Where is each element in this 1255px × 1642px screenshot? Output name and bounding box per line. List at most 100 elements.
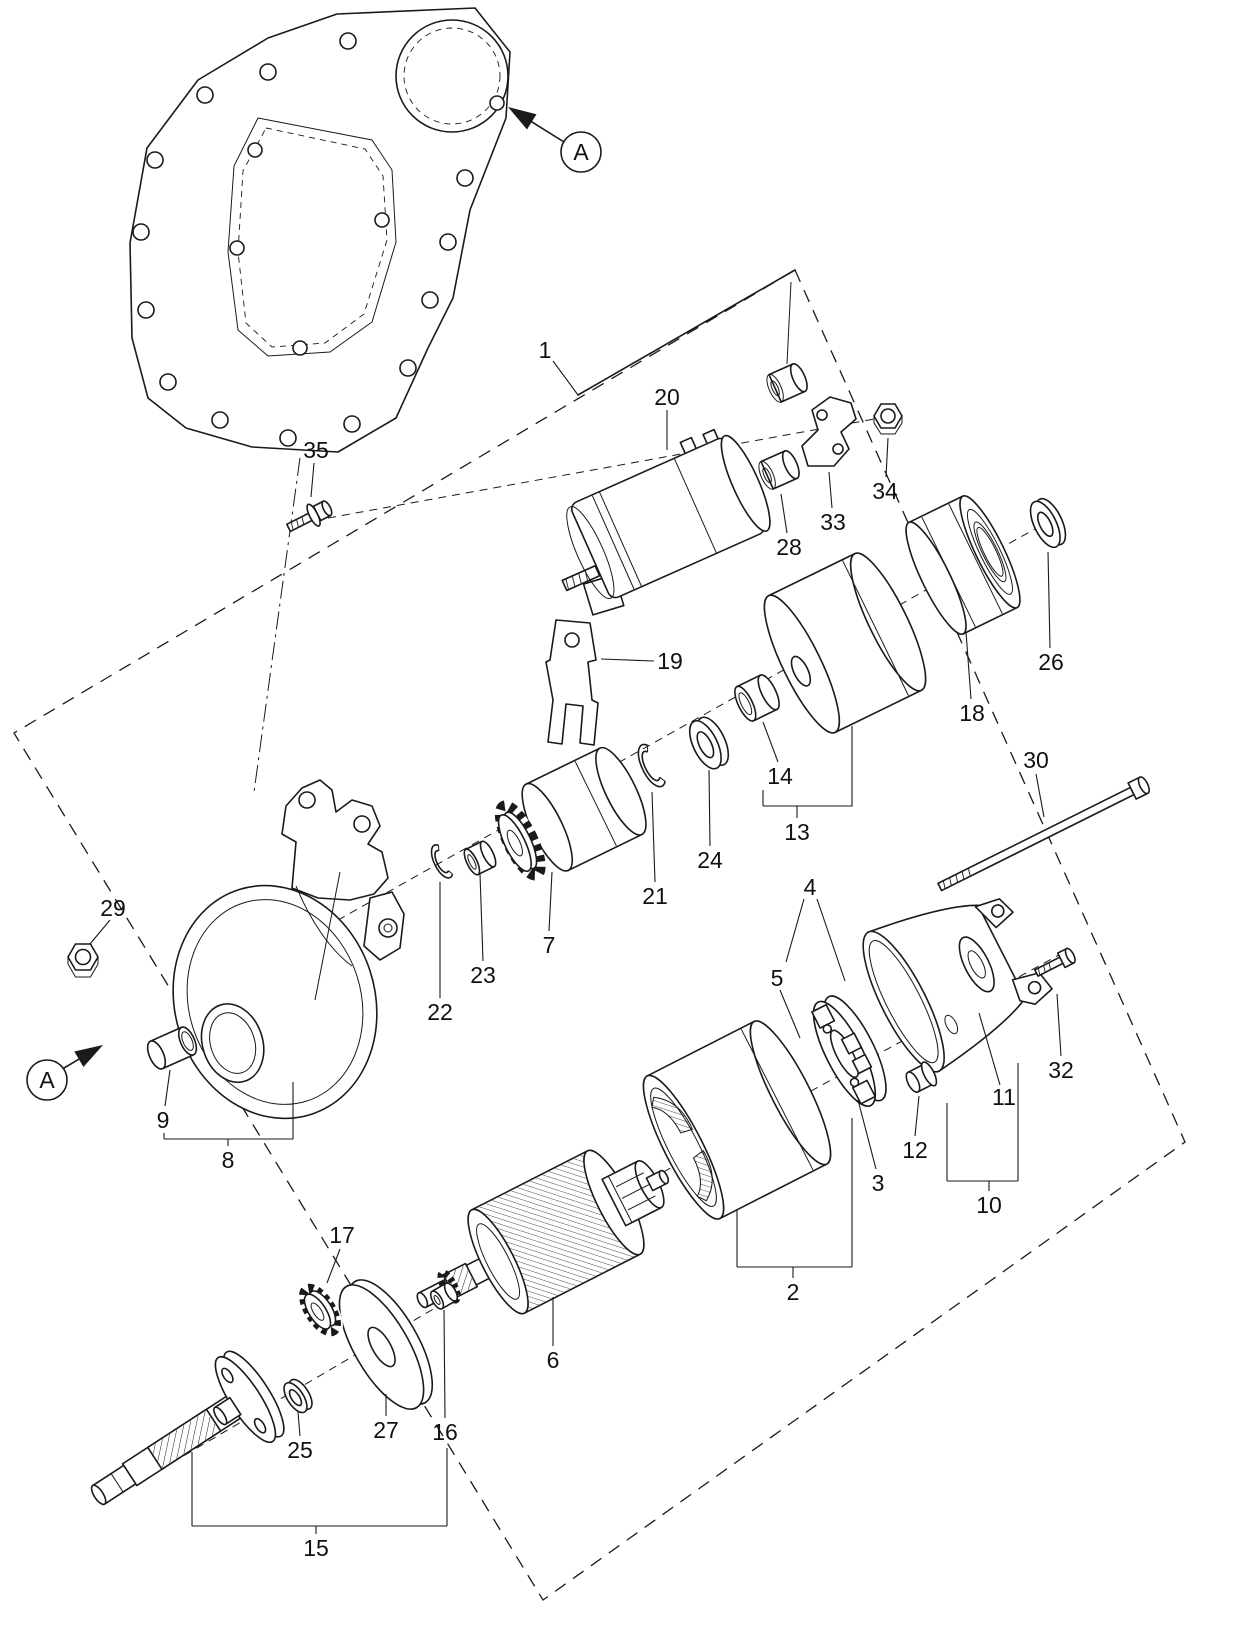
callout-23: 23: [470, 962, 496, 988]
callout-28: 28: [776, 534, 802, 560]
callout-leader-21-0: [651, 791, 656, 883]
mounting-bolt-drawing: [285, 500, 333, 533]
callout-27: 27: [373, 1417, 399, 1443]
drive-housing-drawing: [172, 779, 405, 1120]
view-label-circle: [26, 1059, 68, 1101]
callout-8: 8: [222, 1147, 235, 1173]
stop-collar-drawing: [463, 840, 497, 876]
end-housing-drawing: [862, 898, 1053, 1073]
washer-25-drawing: [283, 1378, 313, 1414]
callout-leader-9-0: [164, 1069, 171, 1107]
callout-22: 22: [427, 999, 453, 1025]
armature-drawing: [416, 1149, 670, 1315]
bearing-bushing-drawing: [905, 494, 1021, 636]
callout-7: 7: [543, 932, 556, 958]
callout-leader-16-0: [443, 1309, 446, 1419]
callout-leader-5-0: [779, 989, 801, 1039]
view-arrow-head-icon: [74, 1045, 103, 1067]
callout-leader-13-1: [763, 726, 853, 807]
shift-lever-drawing: [545, 619, 599, 746]
callout-33: 33: [820, 509, 846, 535]
callout-13: 13: [784, 819, 810, 845]
washer-24-drawing: [688, 716, 730, 770]
callout-30: 30: [1023, 747, 1049, 773]
brush-plate-drawing: [811, 995, 887, 1107]
callout-leader-14-0: [762, 721, 779, 763]
view-label-A-0: A: [508, 107, 602, 173]
callout-14: 14: [767, 763, 793, 789]
view-label-circle: [560, 131, 602, 173]
callout-10: 10: [976, 1192, 1002, 1218]
callout-15: 15: [303, 1535, 329, 1561]
view-label-text: A: [573, 139, 589, 165]
callout-26: 26: [1038, 649, 1064, 675]
callout-11: 11: [992, 1084, 1016, 1110]
washer-26-drawing: [1029, 497, 1067, 549]
view-label-text: A: [39, 1067, 55, 1093]
plate-bolt-holes: [132, 32, 505, 447]
solenoid-drawing: [561, 428, 771, 616]
callout-layer: 1202833341826191413242172322304531211103…: [26, 107, 1074, 1561]
callout-leader-4-1: [816, 898, 846, 982]
callout-leader-4-0: [785, 898, 805, 963]
spacer-cylinder-drawing: [763, 552, 927, 734]
callout-leader-11-0: [978, 1012, 1001, 1086]
field-housing-drawing: [642, 1020, 832, 1220]
callout-34: 34: [872, 478, 898, 504]
callout-leader-28-0: [780, 493, 788, 534]
callout-4: 4: [804, 874, 817, 900]
callout-5: 5: [771, 965, 784, 991]
through-bolt-drawing: [937, 776, 1150, 892]
callout-leader-1-0: [552, 360, 579, 396]
callout-leader-3-0: [857, 1099, 877, 1170]
callout-leader-25-0: [297, 1411, 301, 1437]
callout-19: 19: [657, 648, 683, 674]
callout-16: 16: [432, 1419, 458, 1445]
callout-21: 21: [642, 883, 668, 909]
callout-leader-30-0: [1035, 773, 1045, 818]
washer-27-drawing: [338, 1279, 434, 1410]
callout-24: 24: [697, 847, 723, 873]
callout-32: 32: [1048, 1057, 1074, 1083]
view-arrow-head-icon: [508, 107, 537, 130]
screw-32-drawing: [1034, 947, 1076, 977]
callout-leader-26-0: [1047, 551, 1051, 649]
assembly-boundary: [13, 269, 1186, 1601]
bushing-9-drawing: [146, 1026, 198, 1070]
callout-leader-18-0: [965, 631, 972, 700]
callout-9: 9: [157, 1107, 170, 1133]
callout-25: 25: [287, 1437, 313, 1463]
callout-3: 3: [872, 1170, 885, 1196]
pinion-drive-drawing: [494, 746, 647, 883]
callout-35: 35: [303, 437, 329, 463]
snap-ring-22-drawing: [430, 844, 454, 879]
callout-1: 1: [539, 337, 552, 363]
callout-6: 6: [547, 1347, 560, 1373]
solenoid-bracket-drawing: [801, 396, 857, 467]
callout-29: 29: [100, 895, 126, 921]
callout-leader-29-0: [89, 919, 111, 945]
view-arrow-line: [63, 1058, 80, 1069]
terminal-cap-upper-drawing: [766, 362, 808, 403]
gear-17-drawing: [297, 1280, 343, 1340]
callout-17: 17: [329, 1222, 355, 1248]
callout-leader-32-0: [1056, 993, 1062, 1057]
collar-drawing: [734, 674, 780, 722]
callout-leader-34-0: [885, 437, 889, 478]
callout-leader-35-0: [310, 462, 315, 498]
view-arrow-line: [530, 121, 565, 143]
terminal-cap-lower-drawing: [758, 449, 800, 490]
callout-18: 18: [959, 700, 985, 726]
spacer-16-drawing: [429, 1282, 459, 1310]
callout-leader-7-0: [548, 871, 553, 932]
adapter-plate-drawing: [129, 7, 511, 453]
callout-20: 20: [654, 384, 680, 410]
snap-ring-21-drawing: [637, 743, 666, 788]
callout-2: 2: [787, 1279, 800, 1305]
hex-nut-29-drawing: [67, 943, 99, 978]
callout-12: 12: [902, 1137, 928, 1163]
hex-nut-34-drawing: [873, 403, 903, 435]
output-shaft-drawing: [90, 1350, 285, 1506]
